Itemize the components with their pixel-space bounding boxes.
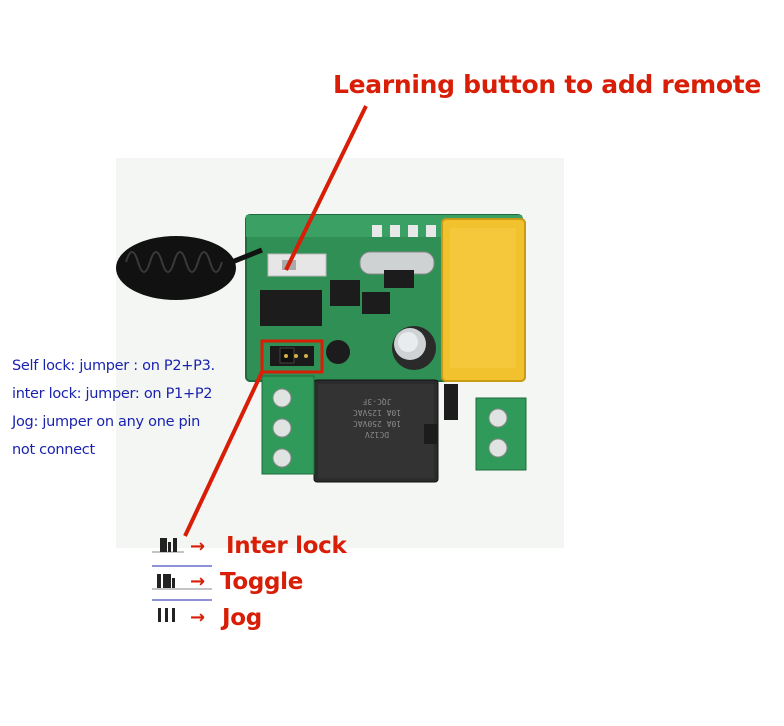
relay-marking: 10A 250VAC: [352, 419, 402, 428]
relay: [313, 379, 439, 483]
note-self-lock: Self lock: jumper : on P2+P3.: [12, 358, 215, 374]
antenna-coil: [116, 236, 263, 300]
capacitor: [392, 326, 436, 370]
diode: [424, 424, 438, 444]
note-not-connect: not connect: [12, 442, 95, 458]
jumper-highlight-box: [260, 339, 324, 374]
learning-button-label: Learning button to add remote: [333, 70, 762, 99]
relay-marking: 10A 125VAC: [352, 408, 402, 417]
relay-marking: JQC-3F: [362, 397, 392, 406]
relay-markings: DC12V 10A 250VAC 10A 125VAC JQC-3F: [322, 396, 432, 440]
jumper-icon-interlock: [152, 538, 184, 553]
arrow-icon: →: [190, 571, 205, 592]
note-inter-lock: inter lock: jumper: on P1+P2: [12, 386, 213, 402]
terminal-block-left: [261, 375, 315, 475]
legend-toggle-label: Toggle: [220, 569, 304, 595]
jumper-pointer: [183, 371, 264, 537]
learning-button-pointer: [284, 105, 368, 271]
note-jog: Jog: jumper on any one pin: [12, 414, 201, 430]
legend-interlock-label: Inter lock: [226, 533, 347, 559]
arrow-icon: →: [190, 536, 205, 557]
legend-jog-label: Jog: [222, 605, 262, 631]
jumper-icon-jog: [152, 599, 212, 622]
terminal-block-right: [475, 397, 527, 471]
jumper-icon-toggle: [152, 565, 212, 590]
arrow-icon: →: [190, 607, 205, 628]
relay-marking: DC12V: [364, 430, 390, 439]
